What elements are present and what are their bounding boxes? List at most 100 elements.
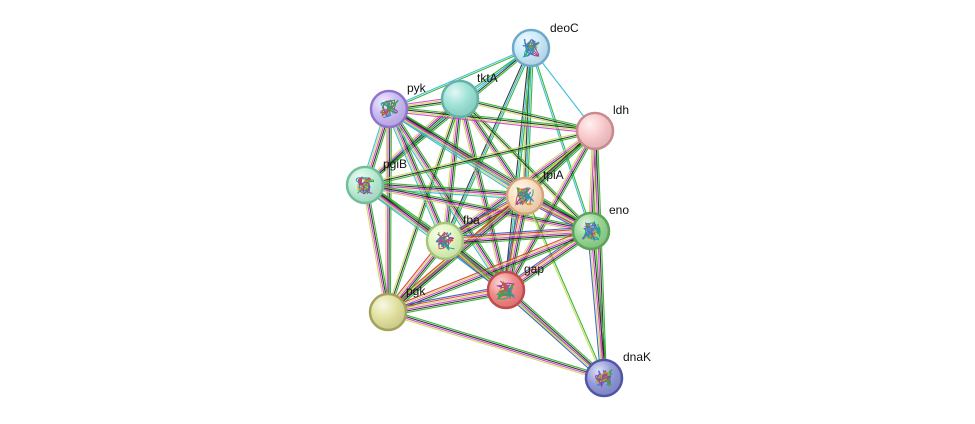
edge-line-magenta	[364, 184, 526, 197]
edge-pgiB-pgk[interactable]	[362, 184, 391, 313]
edge-pgk-dnaK[interactable]	[387, 309, 605, 381]
node-deoC[interactable]: deoC	[511, 21, 579, 68]
edge-line-yellow	[362, 185, 387, 313]
edge-line-magenta	[505, 289, 605, 379]
edge-gap-dnaK[interactable]	[503, 287, 607, 381]
node-pgiB[interactable]: pgiB	[345, 157, 407, 205]
node-label-tktA: tktA	[477, 71, 498, 85]
edge-line-green	[461, 98, 509, 290]
edge-line-black	[460, 98, 527, 196]
edge-tpiA-dnaK[interactable]	[523, 195, 606, 379]
edge-gap-pgk[interactable]	[387, 285, 507, 317]
node-gap[interactable]: gap	[486, 262, 544, 310]
edge-eno-fba[interactable]	[444, 226, 592, 246]
edge-line-black	[389, 107, 508, 290]
edge-line-green	[366, 100, 462, 188]
node-pgk[interactable]: pgk	[368, 284, 426, 332]
edge-line-green	[389, 106, 596, 130]
protein-strand	[435, 232, 452, 245]
edge-line-yellow	[364, 186, 591, 234]
edge-line-green	[365, 132, 596, 188]
node-ldh[interactable]: ldh	[575, 103, 629, 151]
node-eno[interactable]: eno	[571, 203, 629, 251]
edge-pyk-ldh[interactable]	[388, 106, 596, 134]
node-highlight	[371, 295, 405, 329]
node-dnaK[interactable]: dnaK	[584, 350, 651, 398]
edge-line-cyan	[385, 110, 443, 243]
edge-line-green	[596, 130, 607, 378]
edge-line-red	[386, 227, 591, 310]
edge-line-blue	[387, 285, 506, 309]
edge-line-black	[388, 108, 391, 313]
node-fba[interactable]: fba	[425, 213, 480, 261]
edge-line-green	[593, 230, 608, 378]
node-label-pgk: pgk	[406, 284, 426, 298]
node-label-pgiB: pgiB	[383, 157, 407, 171]
protein-strand	[357, 177, 375, 195]
edge-tktA-fba[interactable]	[442, 98, 463, 242]
edge-line-green	[366, 184, 391, 312]
edge-line-magenta	[445, 231, 592, 243]
edge-line-black	[365, 184, 390, 312]
edge-line-magenta	[443, 98, 460, 241]
protein-strand	[596, 372, 610, 383]
edge-line-green	[365, 181, 526, 194]
protein-strand	[440, 237, 455, 251]
edge-line-yellow	[444, 229, 591, 241]
node-label-pyk: pyk	[407, 81, 427, 95]
edge-pgiB-eno[interactable]	[364, 182, 592, 234]
protein-strand	[516, 187, 528, 201]
protein-structure-icon	[495, 280, 516, 300]
edge-line-yellow	[504, 290, 604, 380]
edge-tktA-pgk[interactable]	[385, 98, 463, 313]
protein-structure-icon	[581, 220, 601, 242]
edge-line-red	[444, 228, 591, 240]
edge-eno-dnaK[interactable]	[587, 230, 608, 379]
edge-line-blue	[444, 226, 591, 238]
edge-line-yellow	[523, 196, 604, 379]
protein-structure-icon	[515, 187, 535, 206]
edge-line-magenta	[363, 185, 388, 313]
edge-line-cyan	[529, 48, 591, 232]
edge-line-blue	[503, 291, 603, 381]
edge-ldh-pgiB[interactable]	[364, 128, 596, 188]
edge-line-black	[592, 230, 607, 378]
edge-line-green	[388, 309, 605, 377]
edge-line-magenta	[590, 230, 605, 379]
node-label-ldh: ldh	[613, 103, 629, 117]
edge-line-yellow	[588, 231, 603, 379]
edge-pyk-pgk[interactable]	[385, 108, 392, 313]
edge-line-blue	[587, 231, 602, 379]
edge-pyk-fba[interactable]	[385, 107, 449, 243]
edge-line-green	[388, 131, 597, 314]
edge-line-black	[445, 99, 462, 242]
node-tpiA[interactable]: tpiA	[505, 168, 564, 216]
edge-line-green	[389, 48, 532, 111]
edge-line-magenta	[386, 108, 389, 313]
edge-line-green	[507, 287, 607, 377]
protein-strand	[380, 101, 395, 117]
edge-line-red	[387, 287, 506, 311]
edge-line-black	[365, 182, 526, 195]
edge-line-magenta	[388, 110, 595, 134]
edge-line-green	[390, 105, 593, 229]
protein-strand	[520, 190, 535, 202]
edge-line-yellow	[388, 109, 595, 133]
edge-line-yellow	[385, 108, 388, 312]
node-pyk[interactable]: pyk	[369, 81, 427, 129]
edge-line-yellow	[387, 228, 591, 312]
edge-line-black	[388, 291, 507, 315]
edge-line-black	[445, 232, 592, 244]
edge-line-black	[503, 47, 530, 290]
edge-line-yellow	[387, 313, 604, 381]
protein-strand	[357, 180, 370, 192]
edge-line-cyan	[388, 46, 531, 109]
edge-deoC-pyk[interactable]	[388, 46, 532, 111]
node-tktA[interactable]: tktA	[440, 71, 498, 119]
node-label-fba: fba	[463, 213, 480, 227]
protein-strand	[596, 373, 611, 386]
edge-line-black	[388, 310, 605, 378]
protein-structure-icon	[355, 176, 375, 195]
edge-line-yellow	[385, 98, 460, 312]
